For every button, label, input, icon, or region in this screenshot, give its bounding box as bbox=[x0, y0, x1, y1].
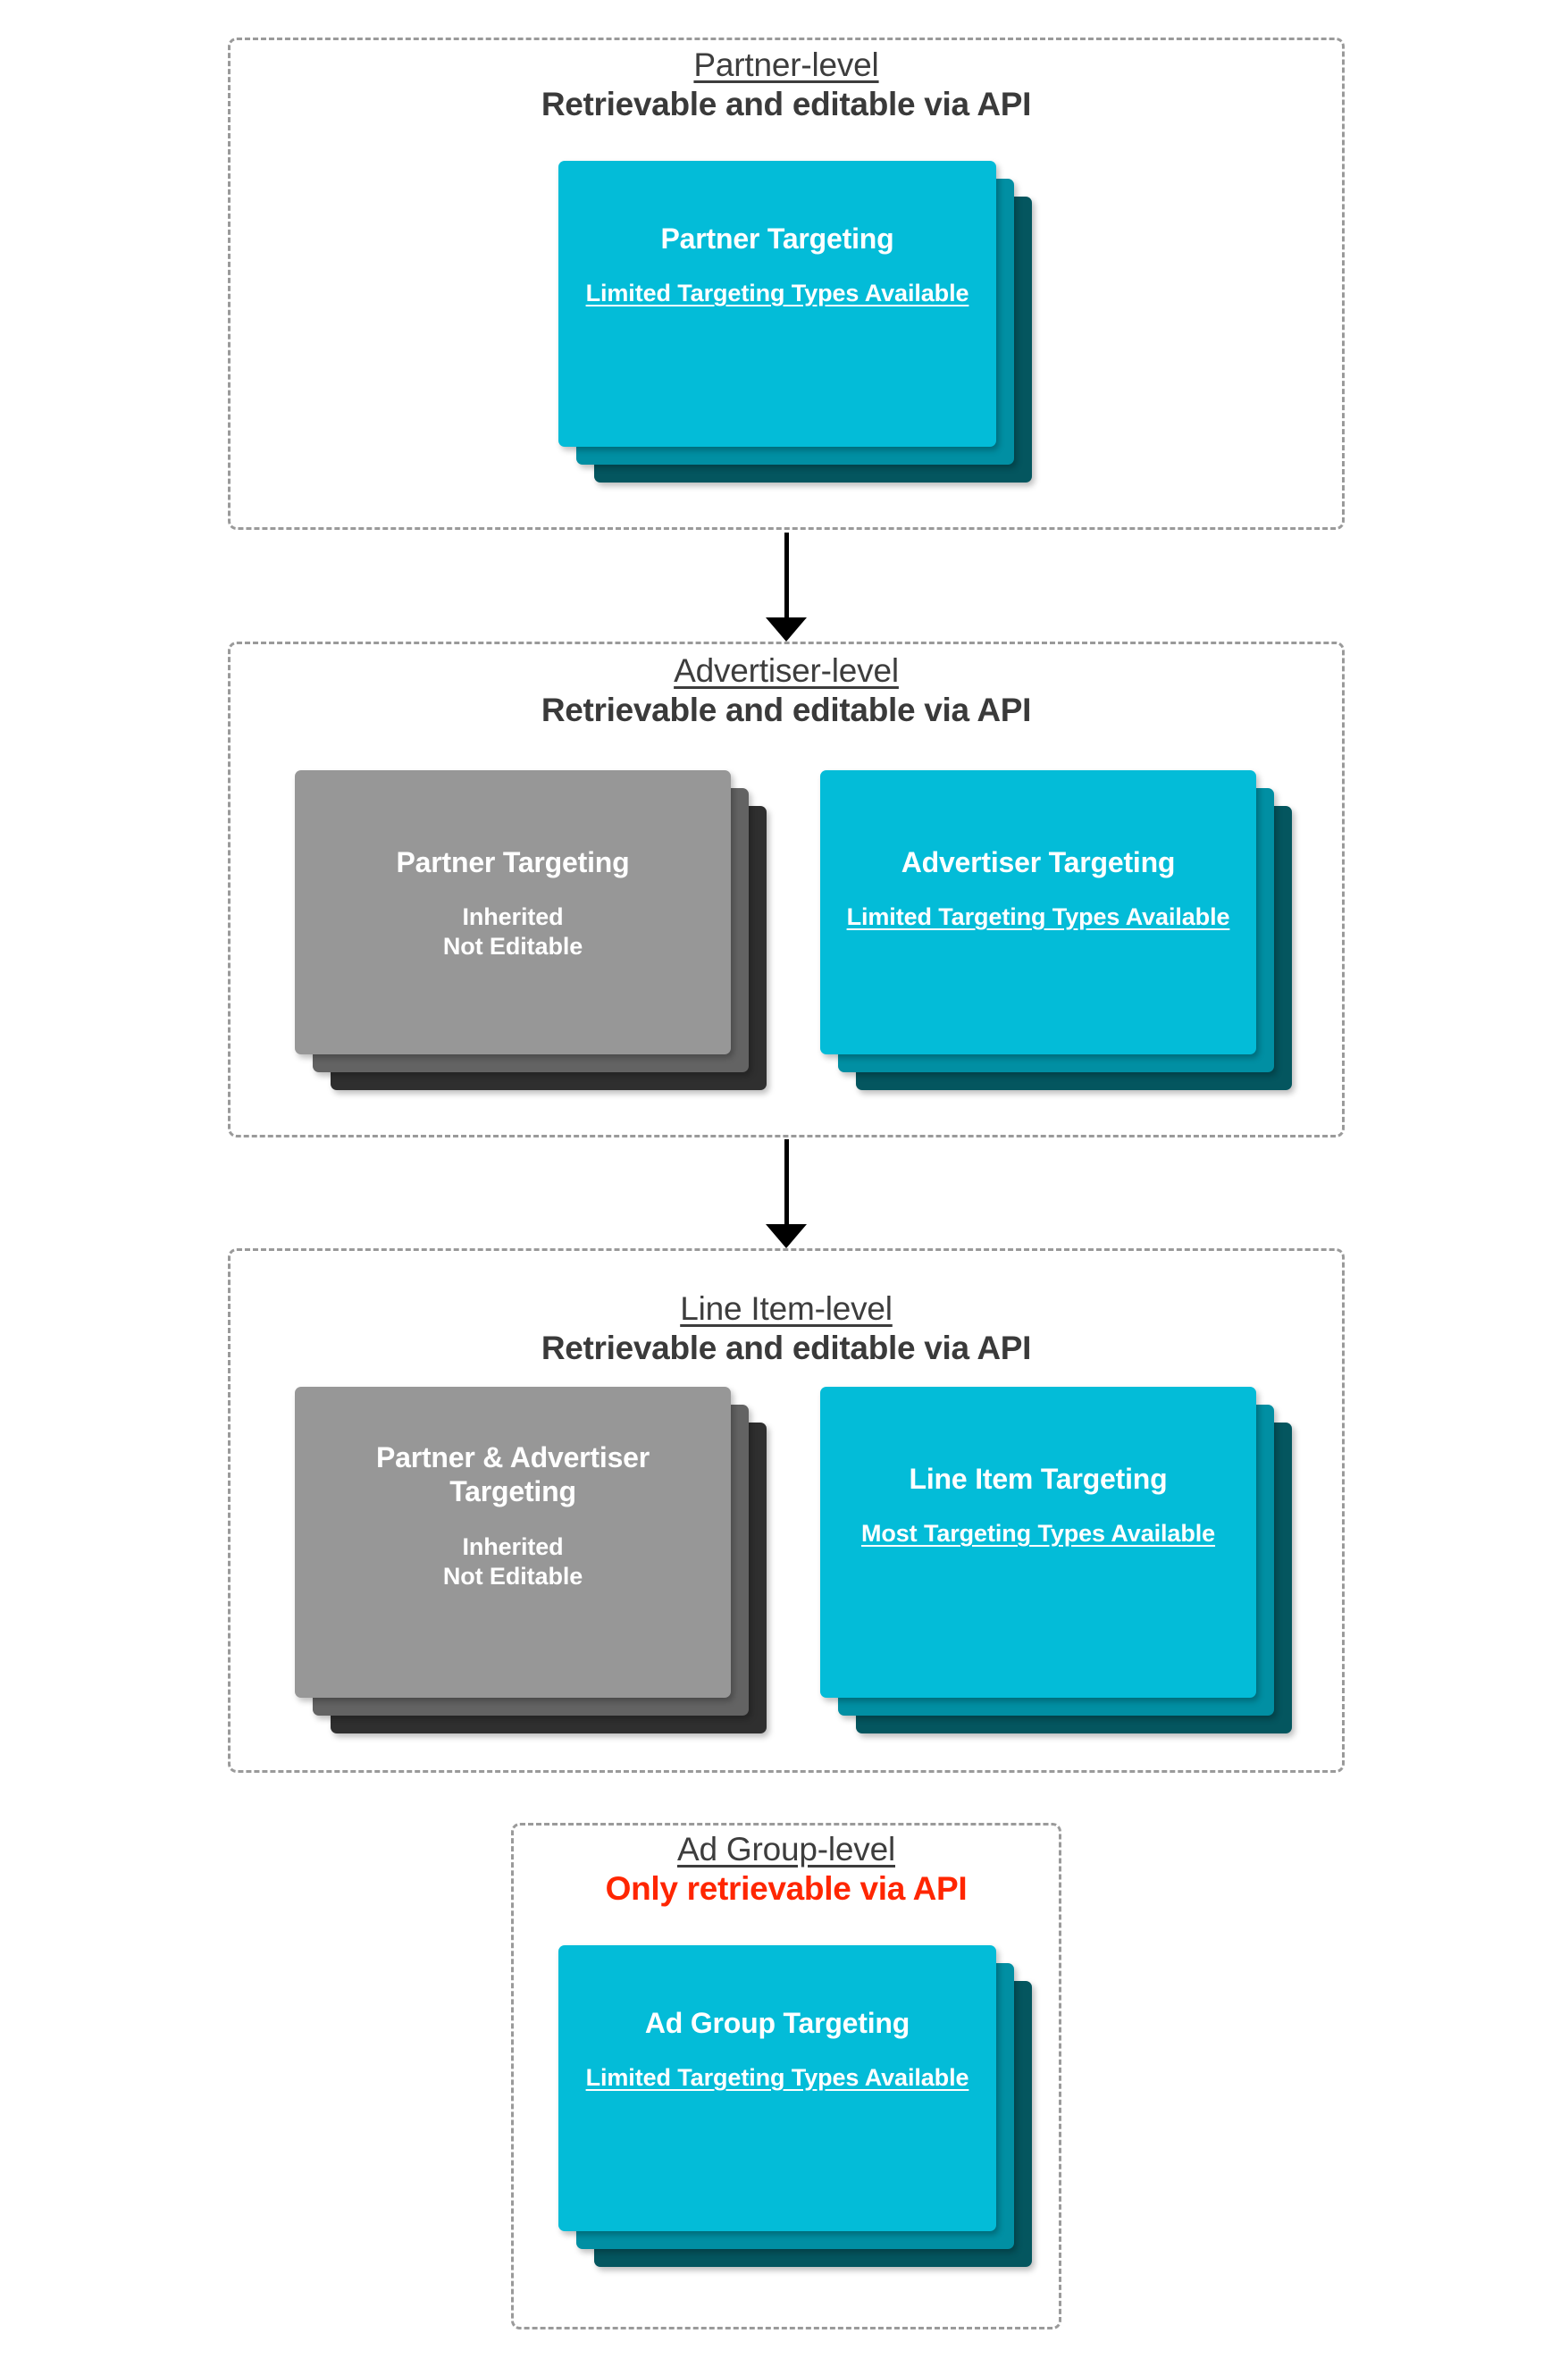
level-container-advertiser bbox=[228, 642, 1345, 1137]
card-layer-front bbox=[820, 1387, 1256, 1698]
card-layer-front bbox=[295, 1387, 731, 1698]
card-stack-line-item-inherited[interactable]: Partner & Advertiser Targeting Inherited… bbox=[295, 1387, 767, 1735]
arrow-shaft bbox=[784, 1139, 789, 1225]
level-container-ad-group bbox=[511, 1823, 1061, 2329]
card-layer-front bbox=[295, 770, 731, 1054]
arrow-head bbox=[766, 617, 807, 642]
arrow-head bbox=[766, 1224, 807, 1248]
card-stack-advertiser-targeting[interactable]: Advertiser Targeting Limited Targeting T… bbox=[820, 770, 1292, 1092]
connector-partner-to-advertiser bbox=[766, 533, 807, 642]
card-stack-ad-group-targeting[interactable]: Ad Group Targeting Limited Targeting Typ… bbox=[558, 1945, 1032, 2267]
level-container-line-item bbox=[228, 1248, 1345, 1773]
card-layer-front bbox=[820, 770, 1256, 1054]
card-layer-front bbox=[558, 161, 996, 447]
card-stack-partner-targeting[interactable]: Partner Targeting Limited Targeting Type… bbox=[558, 161, 1032, 483]
card-stack-line-item-targeting[interactable]: Line Item Targeting Most Targeting Types… bbox=[820, 1387, 1292, 1735]
card-layer-front bbox=[558, 1945, 996, 2231]
connector-advertiser-to-line-item bbox=[766, 1139, 807, 1248]
level-container-partner bbox=[228, 38, 1345, 530]
card-stack-advertiser-inherited[interactable]: Partner Targeting Inherited Not Editable bbox=[295, 770, 767, 1092]
arrow-shaft bbox=[784, 533, 789, 618]
